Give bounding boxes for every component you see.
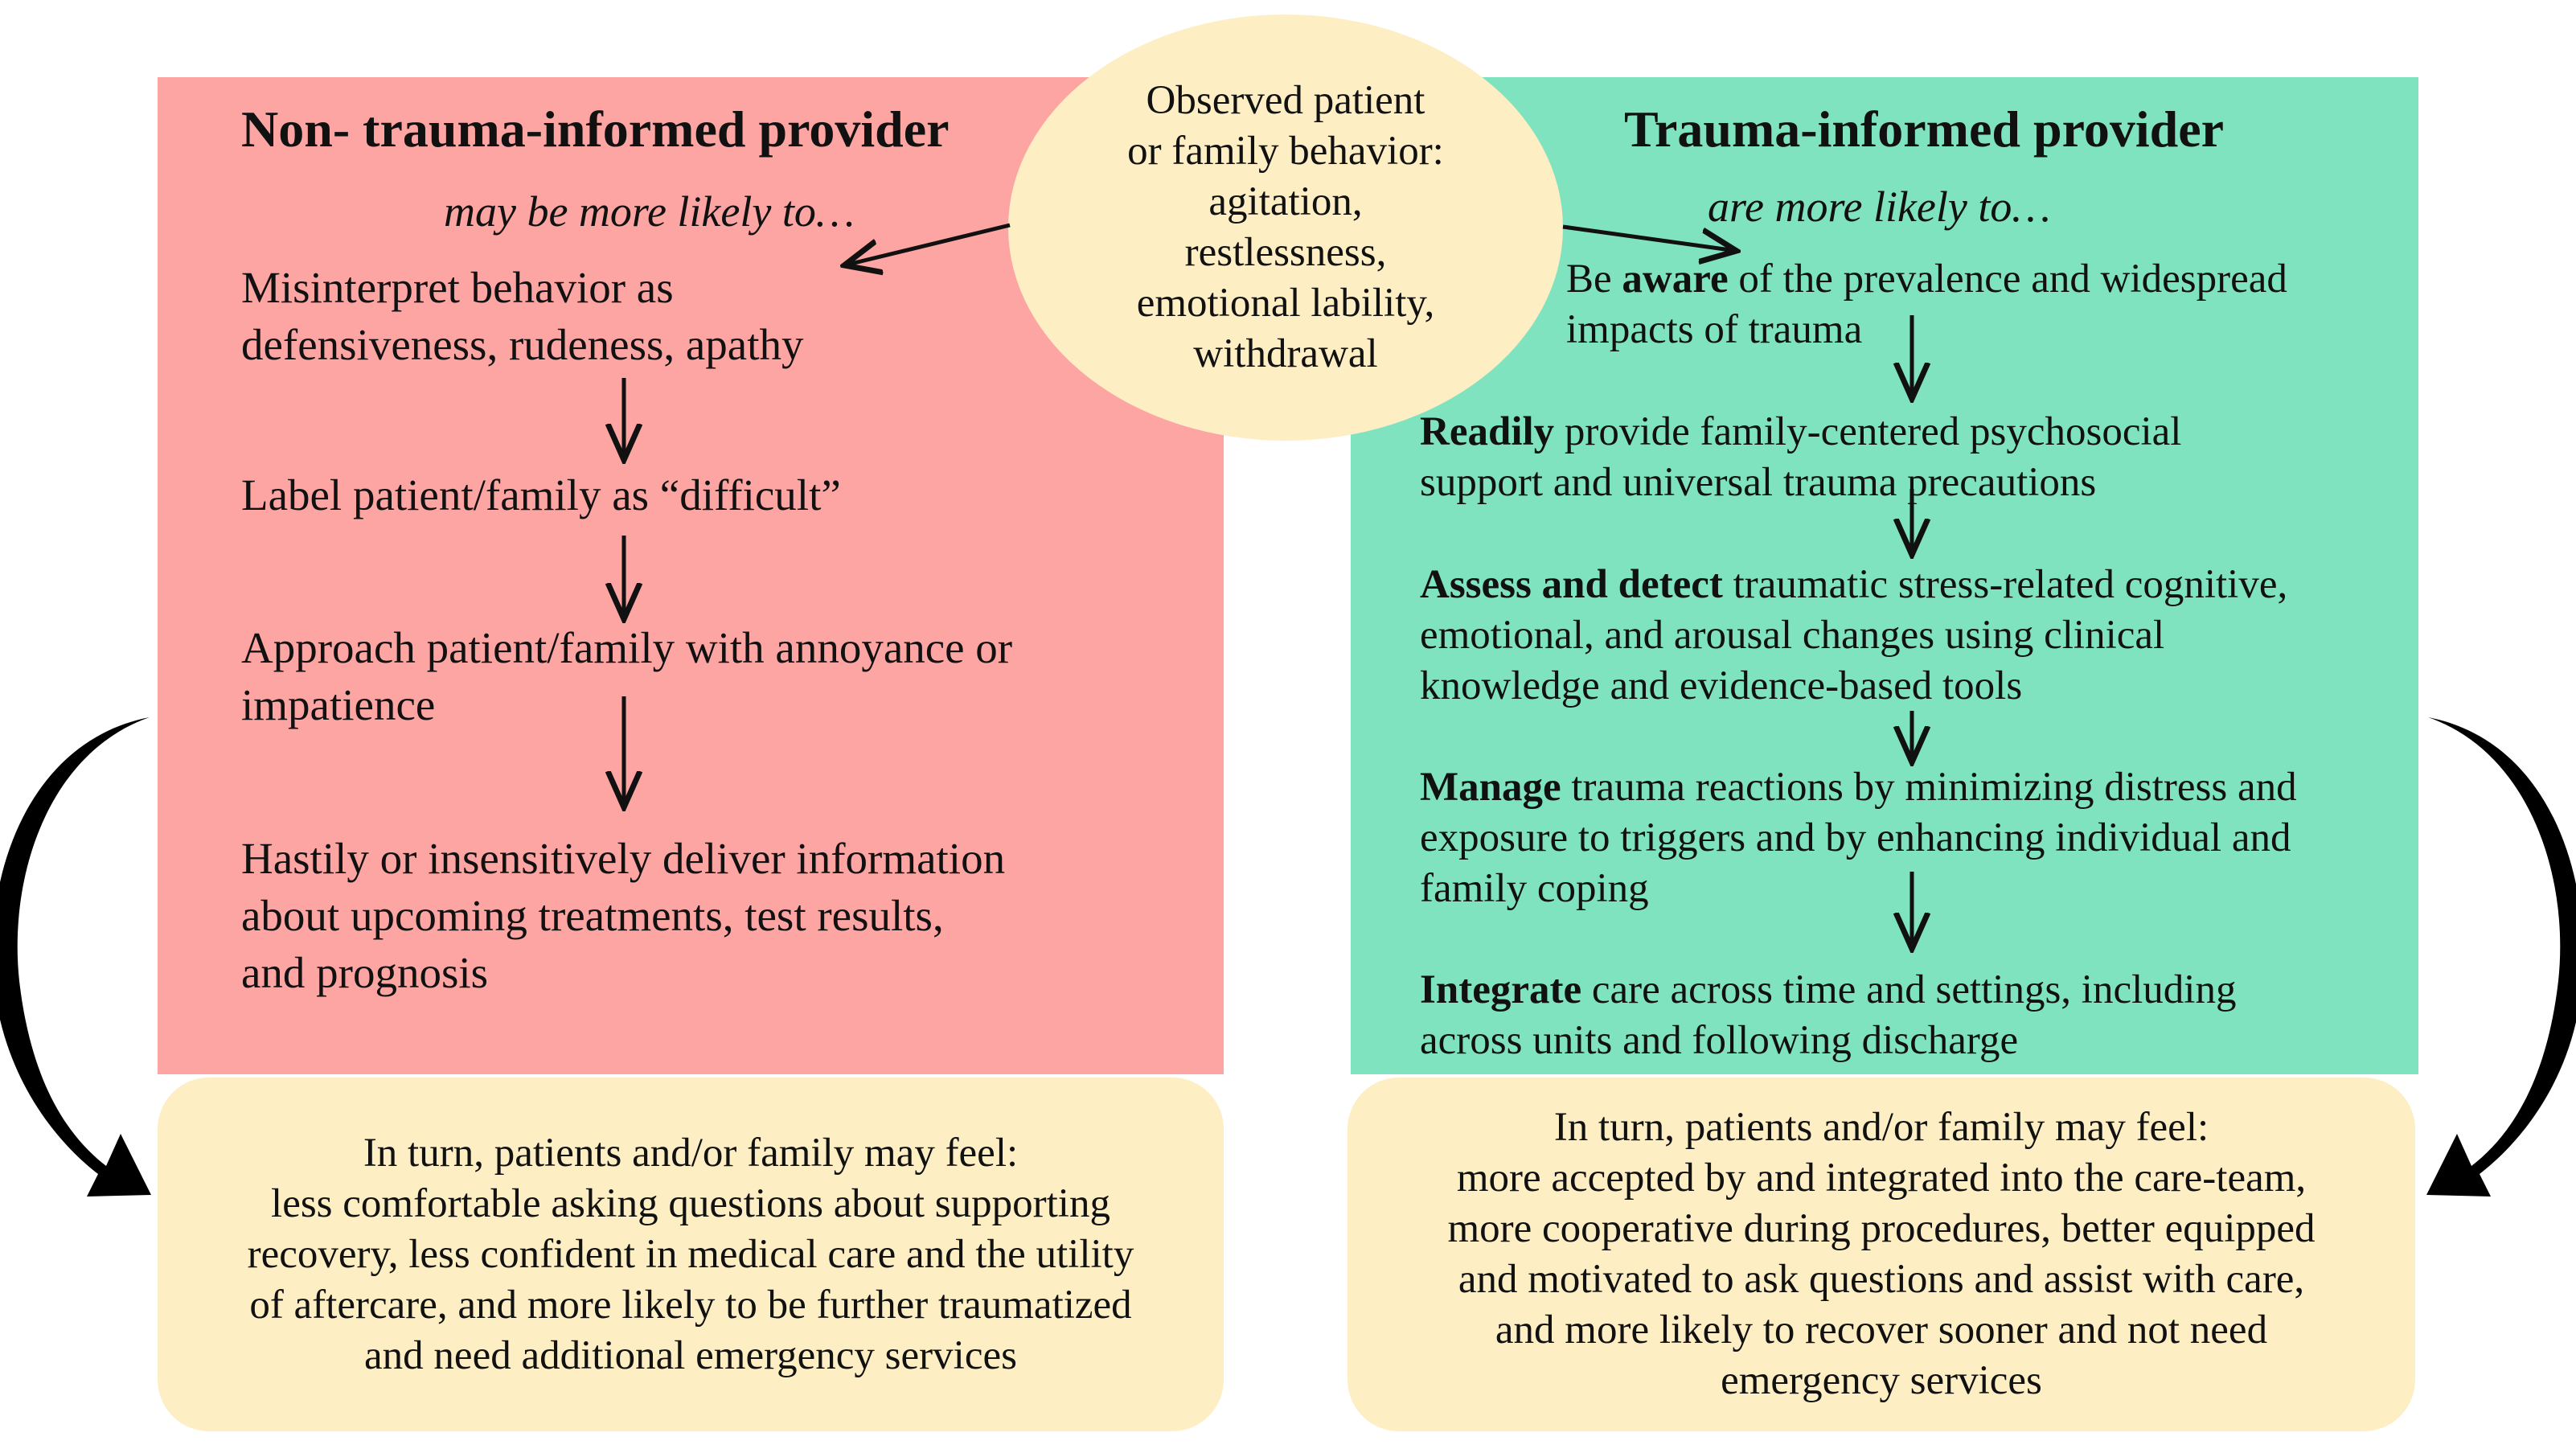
outcome-line: more cooperative during procedures, bett…: [1447, 1206, 2316, 1251]
step-keyword: Readily: [1420, 409, 1555, 454]
outcome-line: and motivated to ask questions and assis…: [1458, 1257, 2305, 1302]
left-step-label: Label patient/family as “difficult”: [241, 466, 841, 523]
center-line: restlessness,: [1184, 230, 1387, 275]
step-text: traumatic stress-related cognitive,: [1722, 562, 2288, 607]
arrow-to-left: [844, 223, 1011, 265]
step-keyword: Manage: [1420, 765, 1561, 810]
center-line: agitation,: [1208, 179, 1363, 224]
step-line: Manage trauma reactions by minimizing di…: [1420, 762, 2297, 813]
step-text: Be: [1566, 257, 1622, 302]
right-step-integrate: Integrate care across time and settings,…: [1420, 965, 2236, 1066]
arrow-to-right: [1562, 224, 1737, 251]
center-line: or family behavior:: [1127, 129, 1444, 174]
step-line: family coping: [1420, 866, 1649, 911]
right-curved-arrow: [2426, 717, 2576, 1197]
step-line: Misinterpret behavior as: [241, 263, 674, 312]
right-title: Trauma-informed provider: [1624, 101, 2224, 158]
left-step-approach: Approach patient/family with annoyance o…: [241, 619, 1012, 733]
step-line: impatience: [241, 680, 436, 729]
step-text: care across time and settings, including: [1581, 967, 2237, 1012]
step-line: about upcoming treatments, test results,: [241, 891, 944, 940]
right-step-manage: Manage trauma reactions by minimizing di…: [1420, 762, 2297, 914]
left-step-deliver: Hastily or insensitively deliver informa…: [241, 830, 1005, 1001]
outcome-line: In turn, patients and/or family may feel…: [363, 1130, 1019, 1176]
step-line: and prognosis: [241, 948, 489, 997]
step-text: of the prevalence and widespread: [1728, 257, 2287, 302]
outcome-line: In turn, patients and/or family may feel…: [1553, 1105, 2209, 1150]
step-keyword: Integrate: [1420, 967, 1582, 1012]
step-line: knowledge and evidence-based tools: [1420, 663, 2023, 708]
outcome-line: recovery, less confident in medical care…: [247, 1231, 1134, 1277]
center-line: withdrawal: [1193, 331, 1378, 376]
step-line: defensiveness, rudeness, apathy: [241, 320, 804, 369]
outcome-line: more accepted by and integrated into the…: [1456, 1156, 2307, 1201]
right-step-readily: Readily provide family-centered psychoso…: [1420, 407, 2181, 508]
step-line: exposure to triggers and by enhancing in…: [1420, 815, 2291, 860]
step-line: across units and following discharge: [1420, 1018, 2019, 1063]
right-outcome-box: In turn, patients and/or family may feel…: [1347, 1078, 2415, 1431]
outcome-line: emergency services: [1721, 1358, 2042, 1403]
right-step-assess: Assess and detect traumatic stress-relat…: [1420, 560, 2287, 712]
step-text: trauma reactions by minimizing distress …: [1561, 765, 2297, 810]
outcome-line: and more likely to recover sooner and no…: [1495, 1307, 2268, 1353]
left-curved-arrow: [0, 717, 151, 1197]
outcome-line: and need additional emergency services: [364, 1332, 1017, 1378]
right-subtitle: are more likely to…: [1708, 183, 2051, 231]
left-subtitle: may be more likely to…: [444, 187, 855, 236]
step-line: Hastily or insensitively deliver informa…: [241, 834, 1006, 883]
step-line: support and universal trauma precautions: [1420, 460, 2097, 505]
step-line: impacts of trauma: [1566, 307, 1863, 352]
step-line: Approach patient/family with annoyance o…: [241, 623, 1013, 672]
observed-behavior-ellipse: Observed patient or family behavior: agi…: [1008, 14, 1563, 441]
step-line: Readily provide family-centered psychoso…: [1420, 407, 2181, 458]
step-keyword: Assess and detect: [1420, 562, 1723, 607]
left-outcome-box: In turn, patients and/or family may feel…: [158, 1078, 1224, 1431]
step-line: emotional, and arousal changes using cli…: [1420, 613, 2165, 658]
step-line: Integrate care across time and settings,…: [1420, 965, 2236, 1016]
outcome-line: less comfortable asking questions about …: [271, 1180, 1110, 1226]
step-line: Assess and detect traumatic stress-relat…: [1420, 560, 2287, 610]
center-line: Observed patient: [1146, 78, 1425, 123]
left-step-misinterpret: Misinterpret behavior as defensiveness, …: [241, 259, 804, 373]
left-title: Non- trauma-informed provider: [241, 101, 950, 158]
center-line: emotional lability,: [1136, 281, 1435, 326]
step-text: provide family-centered psychosocial: [1554, 409, 2182, 454]
outcome-line: of aftercare, and more likely to be furt…: [249, 1282, 1132, 1328]
step-line: Label patient/family as “difficult”: [241, 470, 841, 519]
